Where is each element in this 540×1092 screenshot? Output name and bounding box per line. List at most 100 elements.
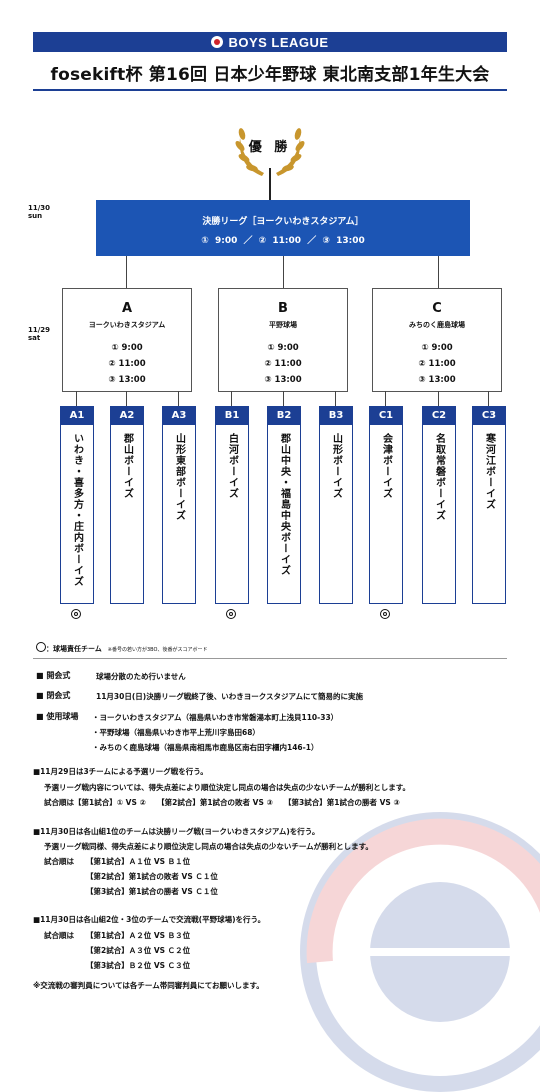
final-league-title: 決勝リーグ［ヨークいわきスタジアム］ (202, 217, 364, 227)
game-time: ② 11:00 (264, 359, 302, 369)
venue-item: みちのく鹿島球場（福島県南相馬市鹿島区南右田字櫃内146-1） (92, 742, 319, 753)
game-time: ① 9:00 (111, 343, 143, 353)
legend: ：球場責任チーム※番号の若い方が3BO、後番がスコアボード (36, 642, 207, 654)
winner-label: 優 勝 (248, 140, 292, 155)
group-box-a: A ヨークいわきスタジアム ① 9:00 ② 11:00 ③ 13:00 (62, 288, 192, 392)
team-column-a1: A1 いわき・喜多方・庄内ボーイズ (60, 406, 94, 604)
team-name: いわき・喜多方・庄内ボーイズ (71, 433, 83, 587)
day2-game: 【第2試合】第1試合の敗者 VS Ｃ１位 (86, 872, 218, 881)
group-venue: 平野球場 (269, 321, 297, 329)
host-team-mark-icon (226, 609, 236, 619)
group-box-b: B 平野球場 ① 9:00 ② 11:00 ③ 13:00 (218, 288, 348, 392)
team-column-b3: B3 山形ボーイズ (319, 406, 353, 604)
group-letter: B (278, 301, 288, 316)
day1-order: 試合順は【第1試合】① VS ② 【第2試合】第1試合の敗者 VS ③ 【第3試… (44, 798, 400, 807)
team-code: B2 (268, 407, 300, 425)
game-time: ③ 13:00 (418, 375, 456, 385)
team-code: C3 (473, 407, 505, 425)
team-name: 山形東部ボーイズ (173, 433, 185, 521)
game-time: ③ 13:00 (264, 375, 302, 385)
bracket-line (283, 256, 284, 288)
bracket-line (283, 391, 284, 406)
closing-ceremony-value: 11月30日(日)決勝リーグ戦終了後、いわきヨークスタジアムにて簡易的に実施 (96, 692, 363, 701)
team-name: 会津ボーイズ (380, 433, 392, 499)
day2-note: 予選リーグ戦同様、得失点差により順位決定し同点の場合は失点の少ないチームが勝利と… (44, 842, 373, 851)
bracket-line (126, 391, 127, 406)
team-code: C1 (370, 407, 402, 425)
day3-game: 【第2試合】Ａ３位 VS Ｃ２位 (86, 946, 191, 955)
group-letter: A (121, 301, 133, 316)
title-divider (33, 89, 507, 91)
footnote: ※交流戦の審判員については各チーム帯同審判員にてお願いします。 (33, 981, 264, 990)
opening-ceremony-label: 開会式 (36, 670, 70, 681)
day3-game: 【第3試合】Ｂ２位 VS Ｃ３位 (86, 961, 191, 970)
team-name: 郡山ボーイズ (121, 433, 133, 499)
day3-game: 【第1試合】Ａ２位 VS Ｂ３位 (86, 931, 191, 940)
game-time: ② 11:00 (418, 359, 456, 369)
bracket-line (178, 391, 179, 406)
brand-name: BOYS LEAGUE (228, 34, 329, 50)
bracket-line (438, 391, 439, 406)
day2-order-prefix: 試合順は (44, 857, 74, 866)
laurel-wreath-icon (235, 128, 305, 176)
bracket-line (76, 391, 77, 406)
team-code: B1 (216, 407, 248, 425)
bracket-line (335, 391, 336, 406)
team-code: C2 (423, 407, 455, 425)
team-name: 山形ボーイズ (330, 433, 342, 499)
game-time: ① 9:00 (421, 343, 453, 353)
team-column-c1: C1 会津ボーイズ (369, 406, 403, 604)
team-column-b2: B2 郡山中央・福島中央ボーイズ (267, 406, 301, 604)
team-name: 白河ボーイズ (226, 433, 238, 499)
bracket-line (231, 391, 232, 406)
venue-item: ヨークいわきスタジアム（福島県いわき市常磐湯本町上浅貝110-33） (92, 712, 339, 723)
day2-game: 【第3試合】第1試合の勝者 VS Ｃ１位 (86, 887, 218, 896)
game-time: ② 11:00 (108, 359, 146, 369)
host-team-mark-icon (36, 642, 46, 652)
team-column-a3: A3 山形東部ボーイズ (162, 406, 196, 604)
group-box-c: C みちのく鹿島球場 ① 9:00 ② 11:00 ③ 13:00 (372, 288, 502, 392)
team-code: A3 (163, 407, 195, 425)
day1-heading: 11月29日は3チームによる予選リーグ戦を行う。 (33, 766, 208, 777)
venue-item: 平野球場（福島県いわき市平上荒川字島田68） (92, 727, 260, 738)
team-code: B3 (320, 407, 352, 425)
game-time: ③ 13:00 (108, 375, 146, 385)
final-league-times: ① 9:00 ／ ② 11:00 ／ ③ 13:00 (201, 236, 365, 246)
venues-label: 使用球場 (36, 711, 78, 722)
bracket-line (488, 391, 489, 406)
section-divider (33, 658, 507, 659)
day2-game: 【第1試合】Ａ１位 VS Ｂ１位 (86, 857, 191, 866)
group-venue: みちのく鹿島球場 (409, 321, 465, 329)
legend-note: ※番号の若い方が3BO、後番がスコアボード (107, 647, 208, 653)
team-column-c3: C3 寒河江ボーイズ (472, 406, 506, 604)
group-venue: ヨークいわきスタジアム (88, 321, 166, 329)
team-column-a2: A2 郡山ボーイズ (110, 406, 144, 604)
team-name: 名取常磐ボーイズ (433, 433, 445, 521)
page-title: fosekift杯 第16回 日本少年野球 東北南支部1年生大会 (50, 65, 490, 85)
opening-ceremony-value: 球場分散のため行いません (96, 672, 186, 681)
header-bar: BOYS LEAGUE (33, 32, 507, 52)
day2-heading: 11月30日は各山組1位のチームは決勝リーグ戦(ヨークいわきスタジアム)を行う。 (33, 826, 319, 837)
group-letter: C (432, 301, 442, 316)
team-name: 寒河江ボーイズ (483, 433, 495, 510)
bracket-line (438, 256, 439, 288)
closing-ceremony-label: 閉会式 (36, 690, 70, 701)
league-logo-icon (211, 36, 224, 48)
team-code: A1 (61, 407, 93, 425)
bracket-line (385, 391, 386, 406)
bracket-line (126, 256, 127, 288)
team-column-b1: B1 白河ボーイズ (215, 406, 249, 604)
day3-order-prefix: 試合順は (44, 931, 74, 940)
bracket-line (269, 168, 271, 200)
day1-note: 予選リーグ戦内容については、得失点差により順位決定し同点の場合は失点の少ないチー… (44, 783, 410, 792)
host-team-mark-icon (71, 609, 81, 619)
final-league-box: 決勝リーグ［ヨークいわきスタジアム］ ① 9:00 ／ ② 11:00 ／ ③ … (96, 200, 470, 256)
day3-heading: 11月30日は各山組2位・3位のチームで交流戦(平野球場)を行う。 (33, 914, 265, 925)
team-column-c2: C2 名取常磐ボーイズ (422, 406, 456, 604)
host-team-mark-icon (380, 609, 390, 619)
team-name: 郡山中央・福島中央ボーイズ (278, 433, 290, 576)
team-code: A2 (111, 407, 143, 425)
league-watermark-icon (300, 812, 540, 1092)
